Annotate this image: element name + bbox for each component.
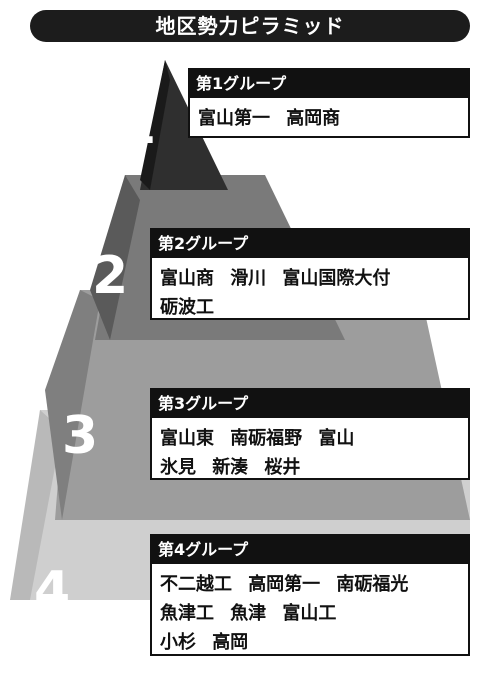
group-2-box: 第2グループ 富山商滑川富山国際大付 砺波工 bbox=[150, 228, 470, 320]
group-1-schools: 富山第一高岡商 bbox=[190, 98, 468, 137]
group-1-box: 第1グループ 富山第一高岡商 bbox=[188, 68, 470, 138]
school-name: 南砺福野 bbox=[230, 428, 303, 449]
school-name: 魚津工 bbox=[160, 603, 214, 624]
group-2-header: 第2グループ bbox=[152, 230, 468, 258]
school-name: 富山第一 bbox=[198, 108, 270, 129]
school-name: 桜井 bbox=[264, 457, 301, 478]
group-4-box: 第4グループ 不二越工高岡第一南砺福光 魚津工魚津富山工 小杉高岡 bbox=[150, 534, 470, 656]
school-name: 富山 bbox=[318, 428, 355, 449]
tier-4-number: 4 bbox=[34, 561, 71, 621]
school-name: 滑川 bbox=[230, 268, 267, 289]
tier-1-side bbox=[140, 60, 170, 190]
tier-3-side bbox=[45, 290, 100, 520]
school-name: 新湊 bbox=[212, 457, 249, 478]
school-name: 氷見 bbox=[160, 457, 196, 478]
group-4-header: 第4グループ bbox=[152, 536, 468, 564]
group-3-box: 第3グループ 富山東南砺福野富山 氷見新湊桜井 bbox=[150, 388, 470, 480]
tier-3-number: 3 bbox=[62, 406, 99, 466]
school-name: 富山工 bbox=[282, 603, 337, 624]
group-3-schools: 富山東南砺福野富山 氷見新湊桜井 bbox=[152, 418, 468, 486]
school-name: 小杉 bbox=[160, 632, 196, 653]
school-name: 富山東 bbox=[160, 428, 214, 449]
school-name: 高岡商 bbox=[286, 108, 341, 129]
school-name: 不二越工 bbox=[160, 574, 232, 595]
group-3-header: 第3グループ bbox=[152, 390, 468, 418]
tier-2-number: 2 bbox=[92, 246, 129, 306]
school-name: 高岡第一 bbox=[248, 574, 321, 595]
school-name: 高岡 bbox=[212, 632, 249, 653]
tier-2-side bbox=[90, 175, 140, 340]
tier-4-side bbox=[10, 410, 62, 600]
school-name: 南砺福光 bbox=[336, 574, 409, 595]
group-1-header: 第1グループ bbox=[190, 70, 468, 98]
group-2-schools: 富山商滑川富山国際大付 砺波工 bbox=[152, 258, 468, 326]
school-name: 富山国際大付 bbox=[282, 268, 391, 289]
school-name: 魚津 bbox=[230, 603, 267, 624]
page-title: 地区勢力ピラミッド bbox=[30, 10, 470, 42]
tier-1-number: 1 bbox=[120, 96, 157, 156]
group-4-schools: 不二越工高岡第一南砺福光 魚津工魚津富山工 小杉高岡 bbox=[152, 564, 468, 661]
school-name: 砺波工 bbox=[160, 297, 214, 318]
school-name: 富山商 bbox=[160, 268, 214, 289]
